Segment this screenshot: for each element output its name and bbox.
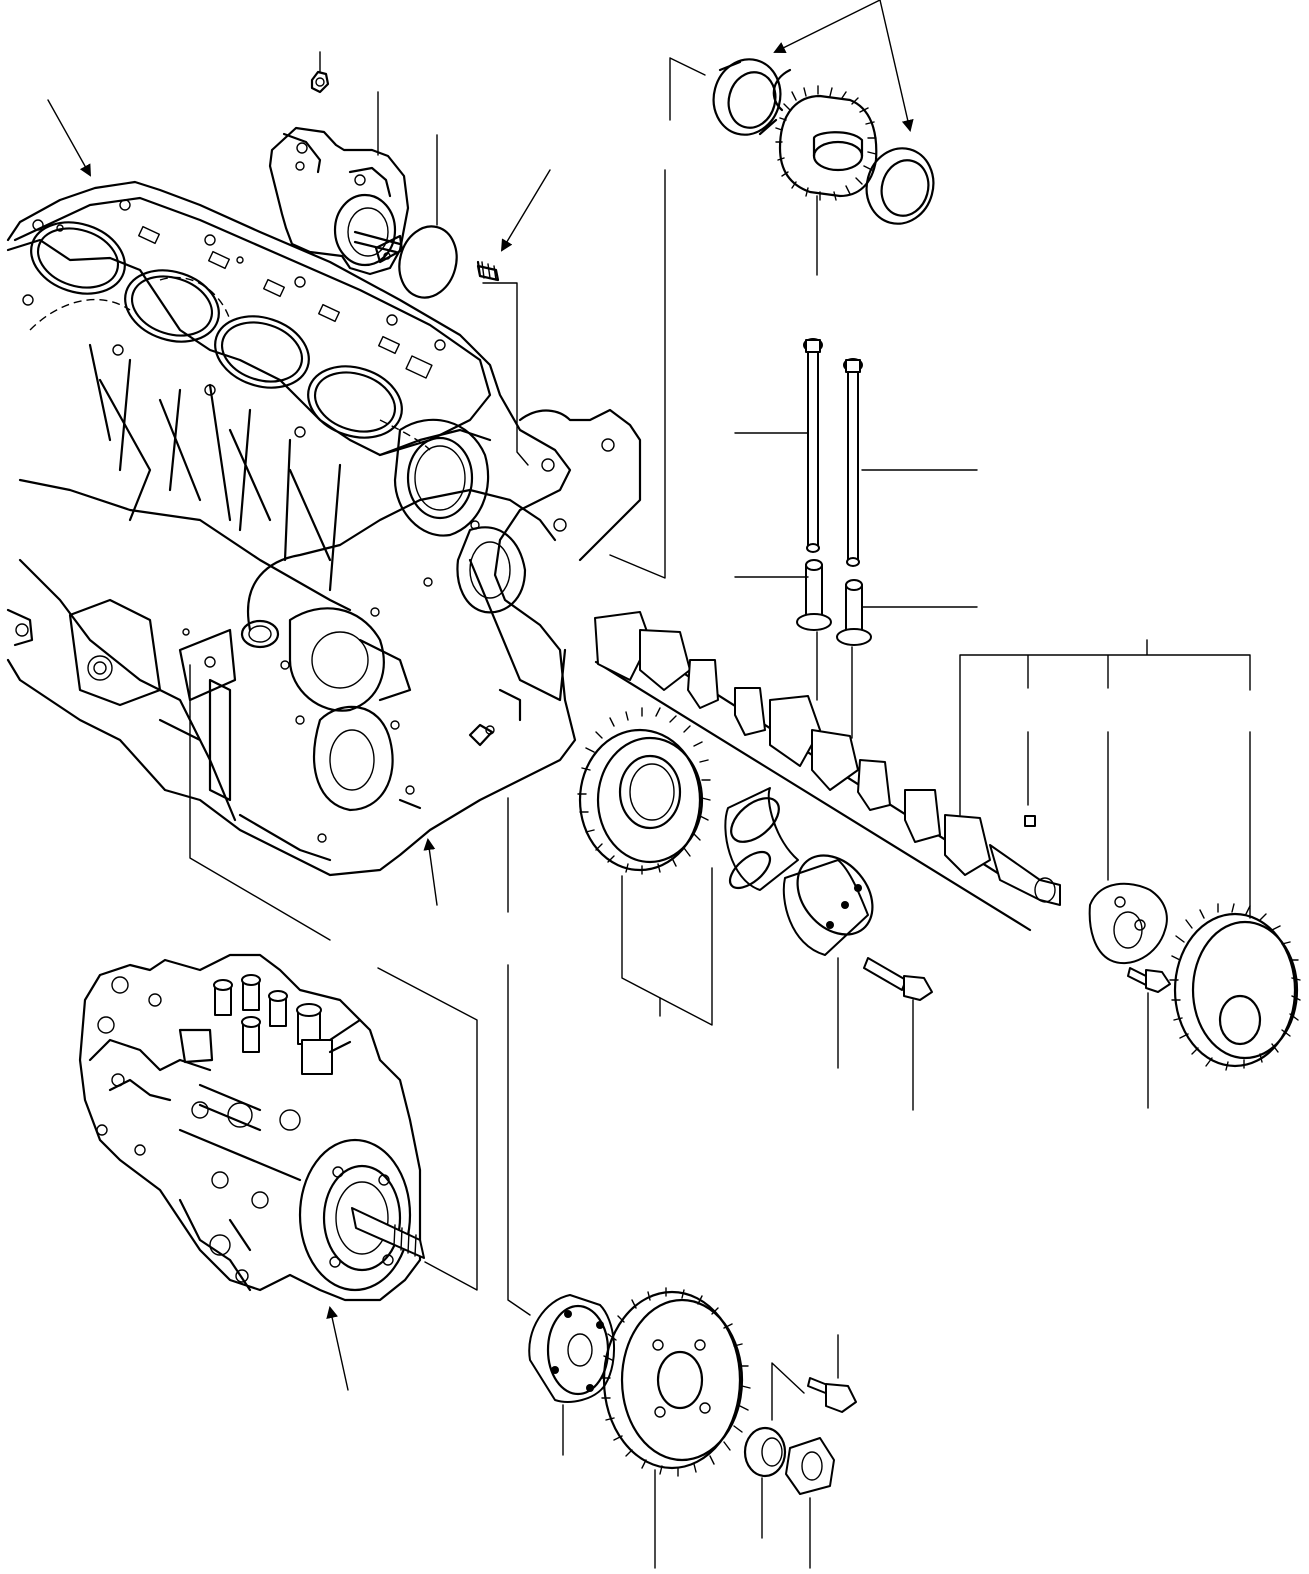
pump-nut: [785, 1437, 835, 1495]
gear-plate: [1088, 882, 1168, 965]
cam-gear: [577, 707, 711, 875]
crank-gear: [1169, 903, 1301, 1071]
idler-gear-assembly: [712, 58, 935, 225]
pump-drive-gear: [601, 1287, 751, 1477]
bolt-cam: [863, 957, 933, 1001]
pump-bolt: [807, 1377, 857, 1413]
camshaft: [594, 611, 1061, 932]
push-rods: [803, 338, 863, 567]
lock-washer: [743, 1426, 787, 1478]
tappets: [796, 559, 872, 646]
hydraulic-pump: [268, 70, 500, 299]
pump-hub: [528, 1294, 616, 1403]
injection-pump: [78, 953, 425, 1302]
engine-block: [6, 180, 642, 877]
thrust-cap: [782, 854, 874, 956]
leader-lines: [47, 0, 1251, 1569]
bushing: [724, 787, 799, 891]
bolt-plate: [1127, 967, 1171, 993]
